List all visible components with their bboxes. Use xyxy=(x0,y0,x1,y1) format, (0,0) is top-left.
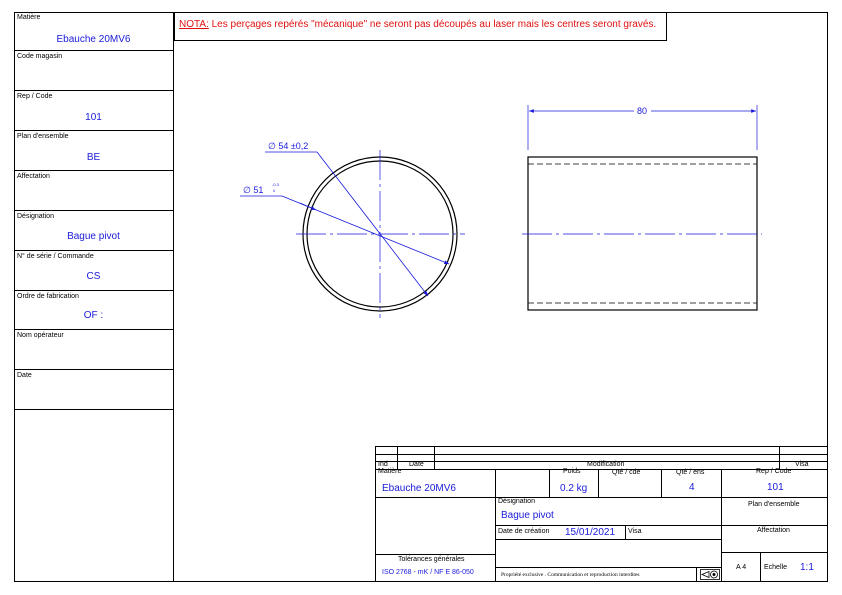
cell-plan-ensemble: Plan d'ensemble BE xyxy=(14,131,173,171)
cell-affectation: Affectation xyxy=(14,171,173,211)
hdr-affectation: Affectation xyxy=(757,527,790,534)
cell-code-magasin: Code magasin xyxy=(14,51,173,91)
val-qte-ens: 4 xyxy=(689,482,695,493)
hdr-poids: Poids xyxy=(563,468,581,475)
dim-inner-text: ∅ 51 xyxy=(243,185,263,195)
val-echelle: 1:1 xyxy=(800,562,814,573)
hdr-date: Date xyxy=(409,461,424,468)
hdr-matiere: Matière xyxy=(378,468,402,475)
nota-text: Les perçages repérés "mécanique" ne sero… xyxy=(208,19,657,30)
hdr-format: A 4 xyxy=(736,564,747,571)
val-designation: Bague pivot xyxy=(501,510,554,521)
hdr-ind: Ind xyxy=(378,461,388,468)
title-block: Ind Date Modification Visa Matière Poids… xyxy=(375,446,828,582)
nota-box: NOTA: Les perçages repérés "mécanique" n… xyxy=(174,12,667,41)
val-poids: 0.2 kg xyxy=(560,483,588,494)
val-tolerances: ISO 2768 - mK / NF E 86-050 xyxy=(382,569,474,576)
cell-matiere: Matière Ebauche 20MV6 xyxy=(14,12,173,51)
nota-prefix: NOTA: xyxy=(179,19,209,30)
dim-length-bg xyxy=(634,104,651,116)
projection-symbol-icon xyxy=(700,569,720,580)
left-info-column: Matière Ebauche 20MV6 Code magasin Rep /… xyxy=(14,12,174,582)
dim-inner-tol-upper: -0,3 xyxy=(272,182,280,187)
hdr-plan-ensemble: Plan d'ensemble xyxy=(748,501,800,508)
cell-nom-operateur: Nom opérateur xyxy=(14,330,173,370)
dim-inner-tol-lower: 0 xyxy=(273,188,276,193)
hdr-rep-code: Rep / Code xyxy=(756,468,792,475)
dim-outer-text: ∅ 54 ±0,2 xyxy=(268,141,308,151)
cell-ordre-fabrication: Ordre de fabrication OF : xyxy=(14,291,173,330)
hdr-visa-2: Visa xyxy=(628,528,642,535)
val-rep-code: 101 xyxy=(767,482,784,493)
hdr-qte-ens: Qté / ens xyxy=(676,469,705,476)
dim-outer-line xyxy=(316,151,429,297)
val-date-creation: 15/01/2021 xyxy=(565,527,616,538)
cell-serie-commande: N° de série / Commande CS xyxy=(14,251,173,291)
hdr-visa: Visa xyxy=(795,461,809,468)
cell-date: Date xyxy=(14,370,173,410)
cell-rep-code: Rep / Code 101 xyxy=(14,91,173,131)
side-view-body xyxy=(527,156,758,311)
property-notice: Propriété exclusive . Communication et r… xyxy=(501,572,640,578)
dim-inner-arrow-start xyxy=(299,202,317,211)
hdr-tolerances: Tolérances générales xyxy=(398,556,465,563)
hdr-modification: Modification xyxy=(587,461,625,468)
dim-length-text: 80 xyxy=(637,106,647,116)
hdr-qte-cde: Qté / cde xyxy=(612,469,641,476)
val-matiere: Ebauche 20MV6 xyxy=(382,483,456,494)
hdr-echelle: Echelle xyxy=(764,564,787,571)
hdr-designation: Désignation xyxy=(498,498,535,505)
cell-designation: Désignation Bague pivot xyxy=(14,211,173,251)
hdr-date-creation: Date de création xyxy=(498,528,550,535)
